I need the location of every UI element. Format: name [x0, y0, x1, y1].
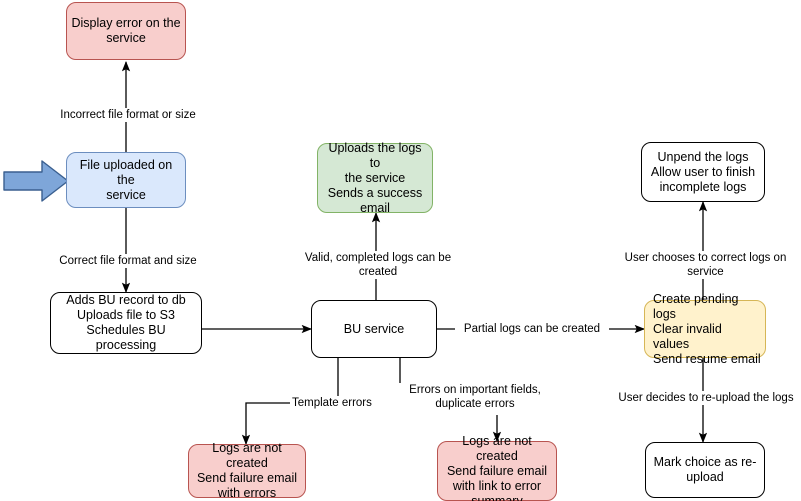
edge-label-valid-completed: Valid, completed logs can be created — [283, 251, 473, 279]
edge-label-template-errors: Template errors — [290, 396, 384, 410]
node-logs-not-created-fields[interactable]: Logs are not created Send failure email … — [437, 434, 557, 501]
node-adds-bu-record[interactable]: Adds BU record to db Uploads file to S3 … — [50, 292, 202, 354]
edge-label-partial-logs: Partial logs can be created — [455, 322, 609, 336]
edge-label-user-reupload: User decides to re-upload the logs — [615, 391, 797, 405]
node-bu-service[interactable]: BU service — [311, 300, 437, 358]
node-mark-reupload[interactable]: Mark choice as re- upload — [645, 442, 765, 498]
edge-label-errors-important-fields: Errors on important fields, duplicate er… — [392, 383, 558, 411]
edge-label-incorrect-format: Incorrect file format or size — [56, 108, 200, 122]
node-file-uploaded[interactable]: File uploaded on the service — [66, 152, 186, 208]
node-create-pending-logs[interactable]: Create pending logs Clear invalid values… — [644, 292, 766, 366]
node-unpend-logs[interactable]: Unpend the logs Allow user to finish inc… — [641, 142, 765, 202]
entry-arrow-icon — [2, 158, 72, 209]
node-display-error[interactable]: Display error on the service — [66, 2, 186, 60]
edge-label-correct-format: Correct file format and size — [57, 254, 199, 268]
node-uploads-logs[interactable]: Uploads the logs to the service Sends a … — [317, 141, 433, 215]
edge-label-user-corrects: User chooses to correct logs on service — [606, 251, 801, 279]
node-logs-not-created-template[interactable]: Logs are not created Send failure email … — [188, 441, 306, 500]
